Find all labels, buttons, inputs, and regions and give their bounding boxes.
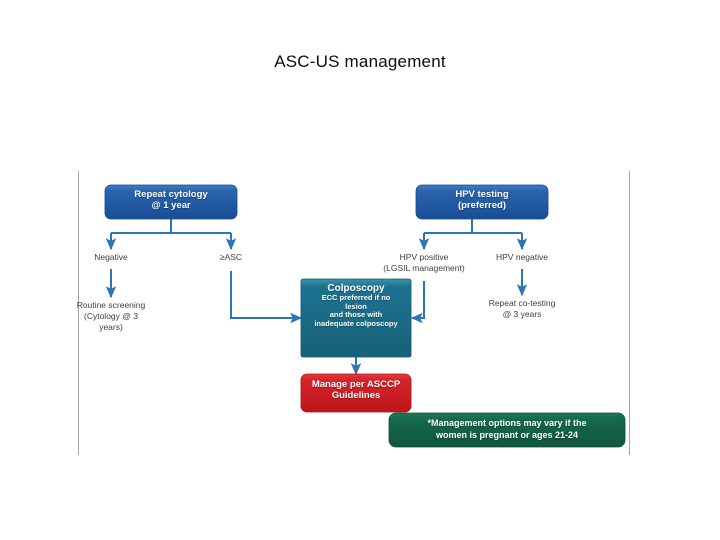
flowchart-diagram: Repeat cytology @ 1 year HPV testing (pr… (77, 171, 631, 455)
node-shapes (104, 184, 626, 448)
repeat-cytology-box-shape (104, 184, 238, 220)
hpv-testing-box-shape (415, 184, 549, 220)
edge-asc-to-colposcopy (230, 271, 303, 324)
edge-hpvpos-to-colposcopy (410, 281, 425, 324)
manage-asccp-box-shape (300, 373, 412, 413)
diagram-frame: Repeat cytology @ 1 year HPV testing (pr… (77, 171, 631, 455)
footnote-box-shape (388, 412, 626, 448)
colposcopy-box-shape (300, 278, 412, 358)
page-title: ASC-US management (274, 52, 446, 71)
flowchart-connectors (104, 184, 626, 448)
